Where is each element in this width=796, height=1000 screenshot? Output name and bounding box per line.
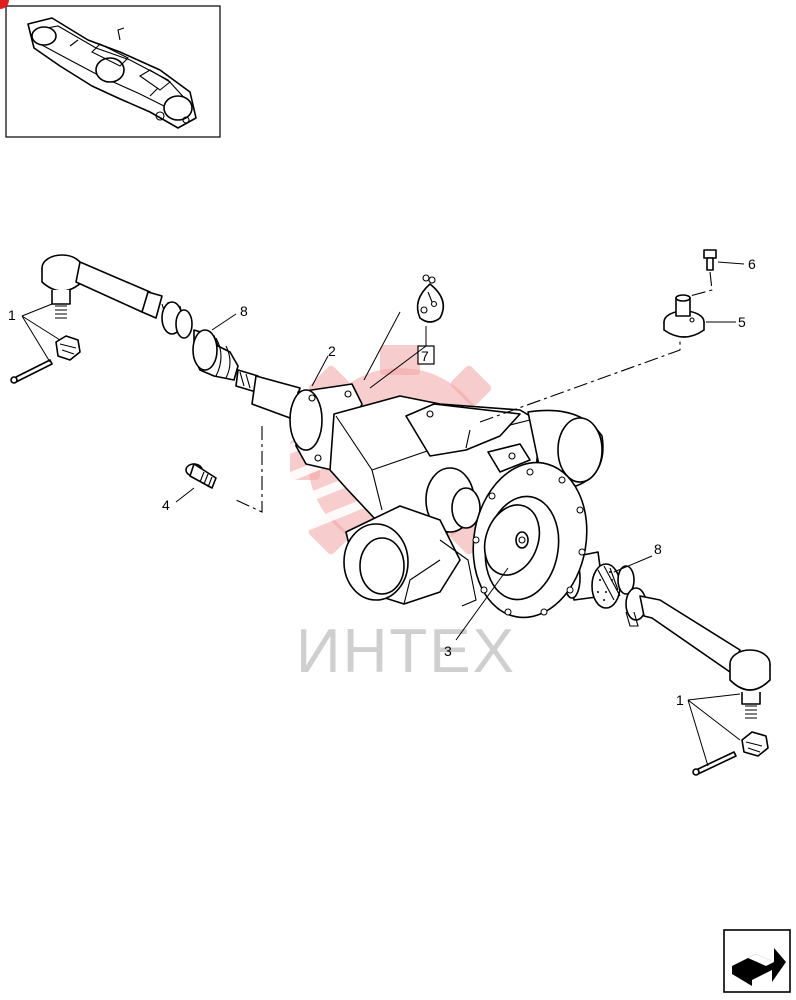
callout-2: 2 — [328, 343, 336, 359]
bolt — [703, 249, 717, 271]
callout-1-left: 1 — [8, 307, 16, 323]
seal-ring — [483, 504, 541, 576]
screw — [185, 463, 217, 489]
assembly-thumbnail[interactable] — [0, 0, 221, 138]
left-tie-rod — [41, 254, 301, 419]
callout-labels: 1 8 2 7 4 3 5 6 8 1 — [8, 256, 756, 708]
callout-5: 5 — [738, 314, 746, 330]
right-castle-nut-and-pin — [692, 731, 769, 776]
leader-lines — [21, 261, 745, 767]
watermark-text: ИНТЕХ — [296, 617, 516, 686]
callout-8-left: 8 — [240, 303, 248, 319]
callout-3: 3 — [444, 643, 452, 659]
dashed-center-lines — [235, 271, 713, 513]
next-page-arrow-icon[interactable] — [723, 929, 791, 993]
callout-8-right: 8 — [654, 541, 662, 557]
callout-1-right: 1 — [676, 692, 684, 708]
left-castle-nut-and-pin — [10, 335, 81, 384]
axle-housing — [289, 383, 604, 619]
pivot-pin — [663, 294, 705, 338]
callout-6: 6 — [748, 256, 756, 272]
right-tie-rod — [555, 551, 771, 719]
callout-7: 7 — [421, 348, 429, 364]
callout-4: 4 — [162, 497, 170, 513]
